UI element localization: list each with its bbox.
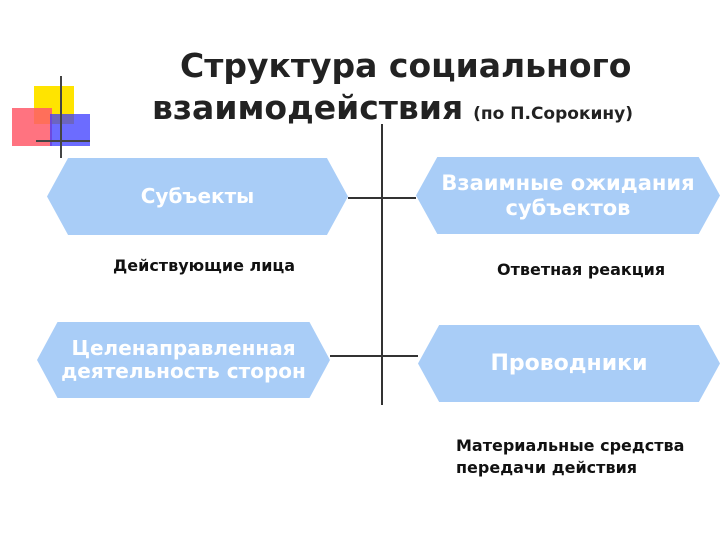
decor-red-square <box>12 108 52 146</box>
page-title-line2: взаимодействия (по П.Сорокину) <box>152 88 633 127</box>
note-actors: Действующие лица <box>113 256 296 275</box>
box-subjects: Субъекты <box>47 158 348 235</box>
title-source-note: (по П.Сорокину) <box>473 104 633 124</box>
page-title-line1: Структура социального <box>180 46 632 85</box>
note-material-line1: Материальные средства <box>456 436 685 455</box>
box-purposeful-activity: Целенаправленная деятельность сторон <box>37 322 330 398</box>
box-conductors-label: Проводники <box>490 350 648 376</box>
decor-vertical-line <box>60 76 62 158</box>
page-title-line2-text: взаимодействия <box>152 88 464 127</box>
note-response: Ответная реакция <box>497 260 666 279</box>
note-material-line2: передачи действия <box>456 457 638 477</box>
box-subjects-label: Субъекты <box>140 184 255 208</box>
box-expectations-line1: Взаимные ожидания <box>441 171 695 196</box>
connector-top <box>348 197 416 199</box>
note-material-means: Материальные средства передачи действия <box>456 435 684 478</box>
box-conductors: Проводники <box>418 325 720 402</box>
box-expectations-line2: субъектов <box>505 195 631 220</box>
decor-horizontal-line <box>36 140 90 142</box>
box-activity-line1: Целенаправленная <box>71 336 296 360</box>
box-activity-line2: деятельность сторон <box>61 359 306 383</box>
connector-bottom <box>330 355 418 357</box>
connector-vertical <box>381 124 383 405</box>
box-mutual-expectations: Взаимные ожидания субъектов <box>416 157 720 234</box>
